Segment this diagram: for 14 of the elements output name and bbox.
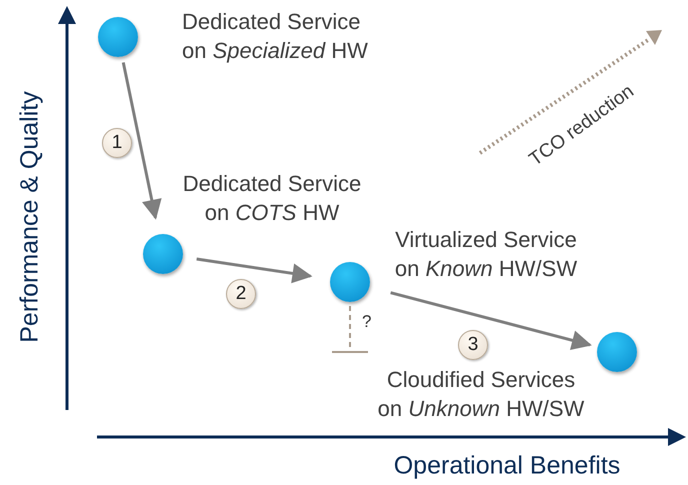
step-number: 2 [226,279,256,309]
edge-label: ? [362,312,372,332]
node-caption: Virtualized Service on Known HW/SW [394,226,578,283]
arrow [196,258,312,284]
step-number: 1 [102,128,132,158]
arrow [122,62,162,220]
node-caption: Dedicated Service on COTS HW [182,170,362,227]
axis-title: Operational Benefits [394,452,620,480]
arrow [390,291,592,350]
node-caption: Dedicated Service on Specialized HW [182,8,369,65]
axis-title: Performance & Quality [16,91,44,343]
dashed-connector [331,306,369,353]
node-caption: Cloudified Services on Unknown HW/SW [376,366,586,423]
step-number: 3 [458,330,488,360]
